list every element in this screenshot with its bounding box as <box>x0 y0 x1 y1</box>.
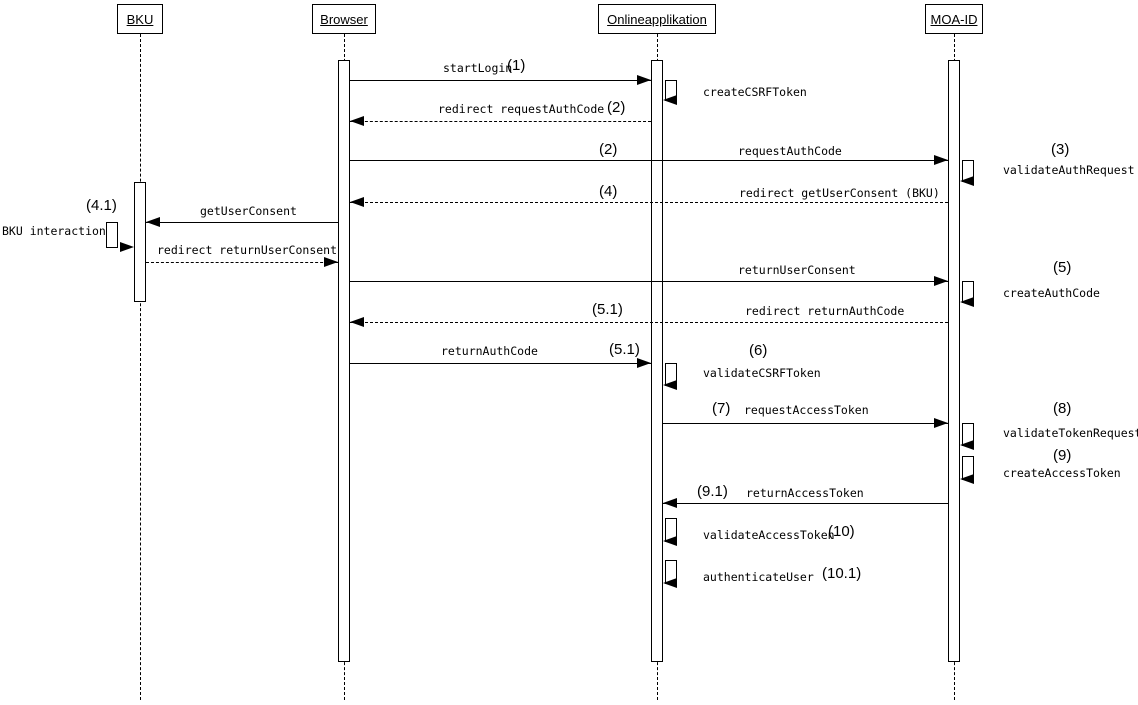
self-arrowhead-bku-interaction <box>120 242 134 252</box>
arrowhead-requestAuthCode <box>934 155 948 165</box>
actor-box-bku: BKU <box>117 4 163 34</box>
message-label-requestAuthCode: (2) <box>599 141 618 158</box>
message-label-returnAccessToken: (9.1) <box>697 483 728 500</box>
self-call-label-createAuthCode: createAuthCode <box>1003 286 1100 300</box>
self-call-label-createCSRFToken: createCSRFToken <box>703 85 807 99</box>
arrowhead-startLogin <box>637 75 651 85</box>
actor-box-browser: Browser <box>312 4 376 34</box>
activation-bar-moaid <box>948 60 960 662</box>
self-arrowhead-createAuthCode <box>960 297 974 307</box>
self-call-label-validateTokenRequest: validateTokenRequest <box>1003 426 1138 440</box>
self-call-number-createAccessToken: (9) <box>1053 447 1072 464</box>
message-label-redirect-requestAuthCode: (2) <box>607 99 626 116</box>
message-label-startLogin: (1) <box>507 57 526 74</box>
message-label-redirect-returnUserConsent: redirect returnUserConsent <box>157 243 338 257</box>
message-label-redirect-returnAuthCode: (5.1) <box>592 301 623 318</box>
message-label-requestAuthCode: requestAuthCode <box>738 144 842 158</box>
message-line-returnUserConsent <box>350 281 948 282</box>
message-label-redirect-getUserConsent: (4) <box>599 183 618 200</box>
message-label-redirect-returnAuthCode: redirect returnAuthCode <box>745 304 905 318</box>
message-line-redirect-getUserConsent <box>350 202 948 203</box>
arrowhead-redirect-returnUserConsent <box>324 257 338 267</box>
message-line-startLogin <box>350 80 651 81</box>
arrowhead-redirect-getUserConsent <box>350 197 364 207</box>
arrowhead-returnUserConsent <box>934 276 948 286</box>
self-call-label-validateAuthRequest: validateAuthRequest <box>1003 163 1135 177</box>
self-call-number-bku-interaction: (4.1) <box>86 197 117 214</box>
message-label-returnAuthCode: (5.1) <box>609 341 640 358</box>
self-call-label-validateCSRFToken: validateCSRFToken <box>703 366 821 380</box>
self-call-label-validateAccessToken: validateAccessToken <box>703 528 835 542</box>
actor-label-bku: BKU <box>126 11 154 27</box>
lifeline-bku <box>139 34 141 700</box>
message-label-returnUserConsent: (5) <box>1053 259 1072 276</box>
self-arrowhead-authenticateUser <box>663 578 677 588</box>
message-line-redirect-returnUserConsent <box>146 262 338 263</box>
message-line-requestAccessToken <box>663 423 948 424</box>
activation-bar-oa <box>651 60 663 662</box>
self-call-number-validateAccessToken: (10) <box>828 523 855 540</box>
message-line-requestAuthCode <box>350 160 948 161</box>
message-label-startLogin: startLogin <box>443 61 513 75</box>
activation-bar-browser <box>338 60 350 662</box>
actor-box-oa: Onlineapplikation <box>598 4 716 34</box>
self-arrowhead-validateAccessToken <box>663 536 677 546</box>
nested-activation-bku-interaction <box>106 222 118 248</box>
message-line-returnAccessToken <box>663 503 948 504</box>
arrowhead-getUserConsent <box>146 217 160 227</box>
message-line-redirect-requestAuthCode <box>350 121 651 122</box>
message-label-returnAuthCode: returnAuthCode <box>441 344 538 358</box>
message-label-redirect-getUserConsent: redirect getUserConsent (BKU) <box>739 186 940 200</box>
actor-box-moaid: MOA-ID <box>925 4 983 34</box>
message-label-requestAccessToken: requestAccessToken <box>744 403 869 417</box>
self-call-label-createAccessToken: createAccessToken <box>1003 466 1121 480</box>
message-label-redirect-requestAuthCode: redirect requestAuthCode <box>438 102 605 116</box>
self-call-number-authenticateUser: (10.1) <box>822 565 862 582</box>
self-arrowhead-validateTokenRequest <box>960 440 974 450</box>
message-label-getUserConsent: getUserConsent <box>200 204 297 218</box>
message-label-returnUserConsent: returnUserConsent <box>738 263 856 277</box>
self-call-label-bku-interaction: BKU interaction <box>2 224 106 238</box>
message-label-requestAuthCode: (3) <box>1051 141 1070 158</box>
arrowhead-returnAccessToken <box>663 498 677 508</box>
message-line-getUserConsent <box>146 222 338 223</box>
self-arrowhead-createAccessToken <box>960 474 974 484</box>
activation-bar-bku <box>134 182 146 302</box>
self-arrowhead-createCSRFToken <box>663 95 677 105</box>
message-label-requestAccessToken: (7) <box>712 400 731 417</box>
self-arrowhead-validateCSRFToken <box>663 380 677 390</box>
self-call-number-validateCSRFToken: (6) <box>749 342 768 359</box>
actor-label-browser: Browser <box>320 11 368 27</box>
arrowhead-redirect-requestAuthCode <box>350 116 364 126</box>
actor-label-moaid: MOA-ID <box>930 11 978 27</box>
actor-label-oa: Onlineapplikation <box>607 11 707 27</box>
self-call-label-authenticateUser: authenticateUser <box>703 570 814 584</box>
arrowhead-returnAuthCode <box>637 358 651 368</box>
message-label-returnAccessToken: returnAccessToken <box>746 486 864 500</box>
arrowhead-redirect-returnAuthCode <box>350 317 364 327</box>
message-line-returnAuthCode <box>350 363 651 364</box>
message-label-requestAccessToken: (8) <box>1053 400 1072 417</box>
message-line-redirect-returnAuthCode <box>350 322 948 323</box>
arrowhead-requestAccessToken <box>934 418 948 428</box>
self-arrowhead-validateAuthRequest <box>960 176 974 186</box>
